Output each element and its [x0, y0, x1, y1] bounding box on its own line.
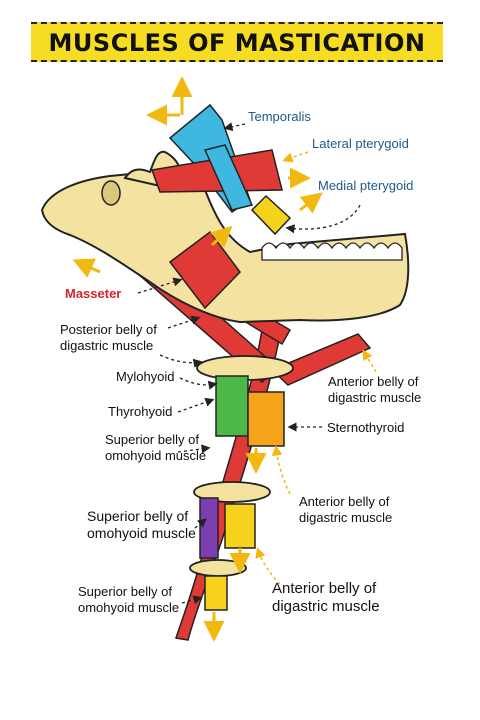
condyle-hole: [101, 180, 121, 206]
leader-mylohyoid-2: [179, 377, 218, 390]
leader-mylohyoid: [159, 354, 203, 368]
label-mylohyoid: Mylohyoid: [116, 369, 175, 384]
leader-temporalis: [223, 122, 246, 132]
label-anterior-belly-2-line1: Anterior belly of: [299, 494, 390, 509]
page-title: MUSCLES OF MASTICATION: [48, 29, 426, 57]
label-posterior-belly: Posterior belly of digastric muscle: [60, 322, 157, 354]
label-medial-pterygoid: Medial pterygoid: [318, 178, 414, 193]
masseter-muscle: [168, 230, 241, 310]
leader-anterior-2: [271, 445, 291, 495]
thyrohyoid-muscle: [215, 375, 249, 437]
label-superior-omohyoid-1: Superior belly of omohyoid muscle: [105, 432, 206, 464]
leader-medial: [285, 204, 361, 234]
title-banner: MUSCLES OF MASTICATION: [31, 22, 443, 62]
label-lateral-pterygoid: Lateral pterygoid: [312, 136, 409, 151]
temporalis-lower: [203, 144, 254, 211]
label-anterior-belly-2: Anterior belly of digastric muscle: [299, 494, 392, 526]
label-superior-omohyoid-3-line2: omohyoid muscle: [78, 600, 180, 615]
label-superior-omohyoid-2-line1: Superior belly of: [87, 508, 189, 524]
label-anterior-belly-1-line2: digastric muscle: [328, 390, 422, 405]
label-masseter: Masseter: [65, 286, 122, 301]
label-anterior-belly-3: Anterior belly of digastric muscle: [272, 580, 380, 616]
label-anterior-belly-3-line2: digastric muscle: [272, 598, 380, 615]
leader-lateral-pterygoid: [282, 151, 309, 163]
teeth: [261, 242, 403, 261]
medial-pterygoid-muscle: [250, 194, 292, 236]
leader-masseter: [137, 277, 183, 294]
yellow-strap-segment-1: [224, 503, 256, 549]
arrow-medial: [299, 192, 323, 214]
label-anterior-belly-3-line1: Anterior belly of: [272, 580, 377, 597]
label-superior-omohyoid-1-line1: Superior belly of: [105, 432, 199, 447]
yellow-strap-segment-2: [204, 575, 228, 611]
cricoid-disc: [189, 559, 247, 577]
leader-posterior-belly: [167, 315, 201, 329]
label-anterior-belly-1-line1: Anterior belly of: [328, 374, 419, 389]
leader-anterior-1: [362, 349, 377, 373]
label-temporalis: Temporalis: [248, 109, 311, 124]
label-superior-omohyoid-3-line1: Superior belly of: [78, 584, 172, 599]
label-superior-omohyoid-1-line2: omohyoid muscle: [105, 448, 207, 463]
label-superior-omohyoid-2: Superior belly of omohyoid muscle: [87, 508, 196, 542]
label-thyrohyoid: Thyrohyoid: [108, 404, 173, 419]
label-posterior-belly-line1: Posterior belly of: [60, 322, 157, 337]
leader-omohyoid-2: [194, 518, 208, 529]
arrow-masseter-left: [72, 258, 101, 278]
arrow-masseter-up: [209, 225, 233, 248]
anterior-belly-digastric-muscle: [270, 333, 372, 386]
sternothyroid-muscle: [247, 391, 285, 447]
label-anterior-belly-1: Anterior belly of digastric muscle: [328, 374, 421, 406]
label-anterior-belly-2-line2: digastric muscle: [299, 510, 393, 525]
label-superior-omohyoid-2-line2: omohyoid muscle: [87, 525, 196, 541]
label-posterior-belly-line2: digastric muscle: [60, 338, 154, 353]
thyroid-cartilage-disc: [193, 481, 271, 503]
leader-omohyoid-1: [177, 444, 211, 454]
label-superior-omohyoid-3: Superior belly of omohyoid muscle: [78, 584, 179, 616]
omohyoid-purple-segment: [199, 497, 219, 559]
leader-anterior-3: [255, 547, 281, 585]
label-sternothyroid: Sternothyroid: [327, 420, 405, 435]
leader-thyrohyoid: [177, 397, 215, 413]
